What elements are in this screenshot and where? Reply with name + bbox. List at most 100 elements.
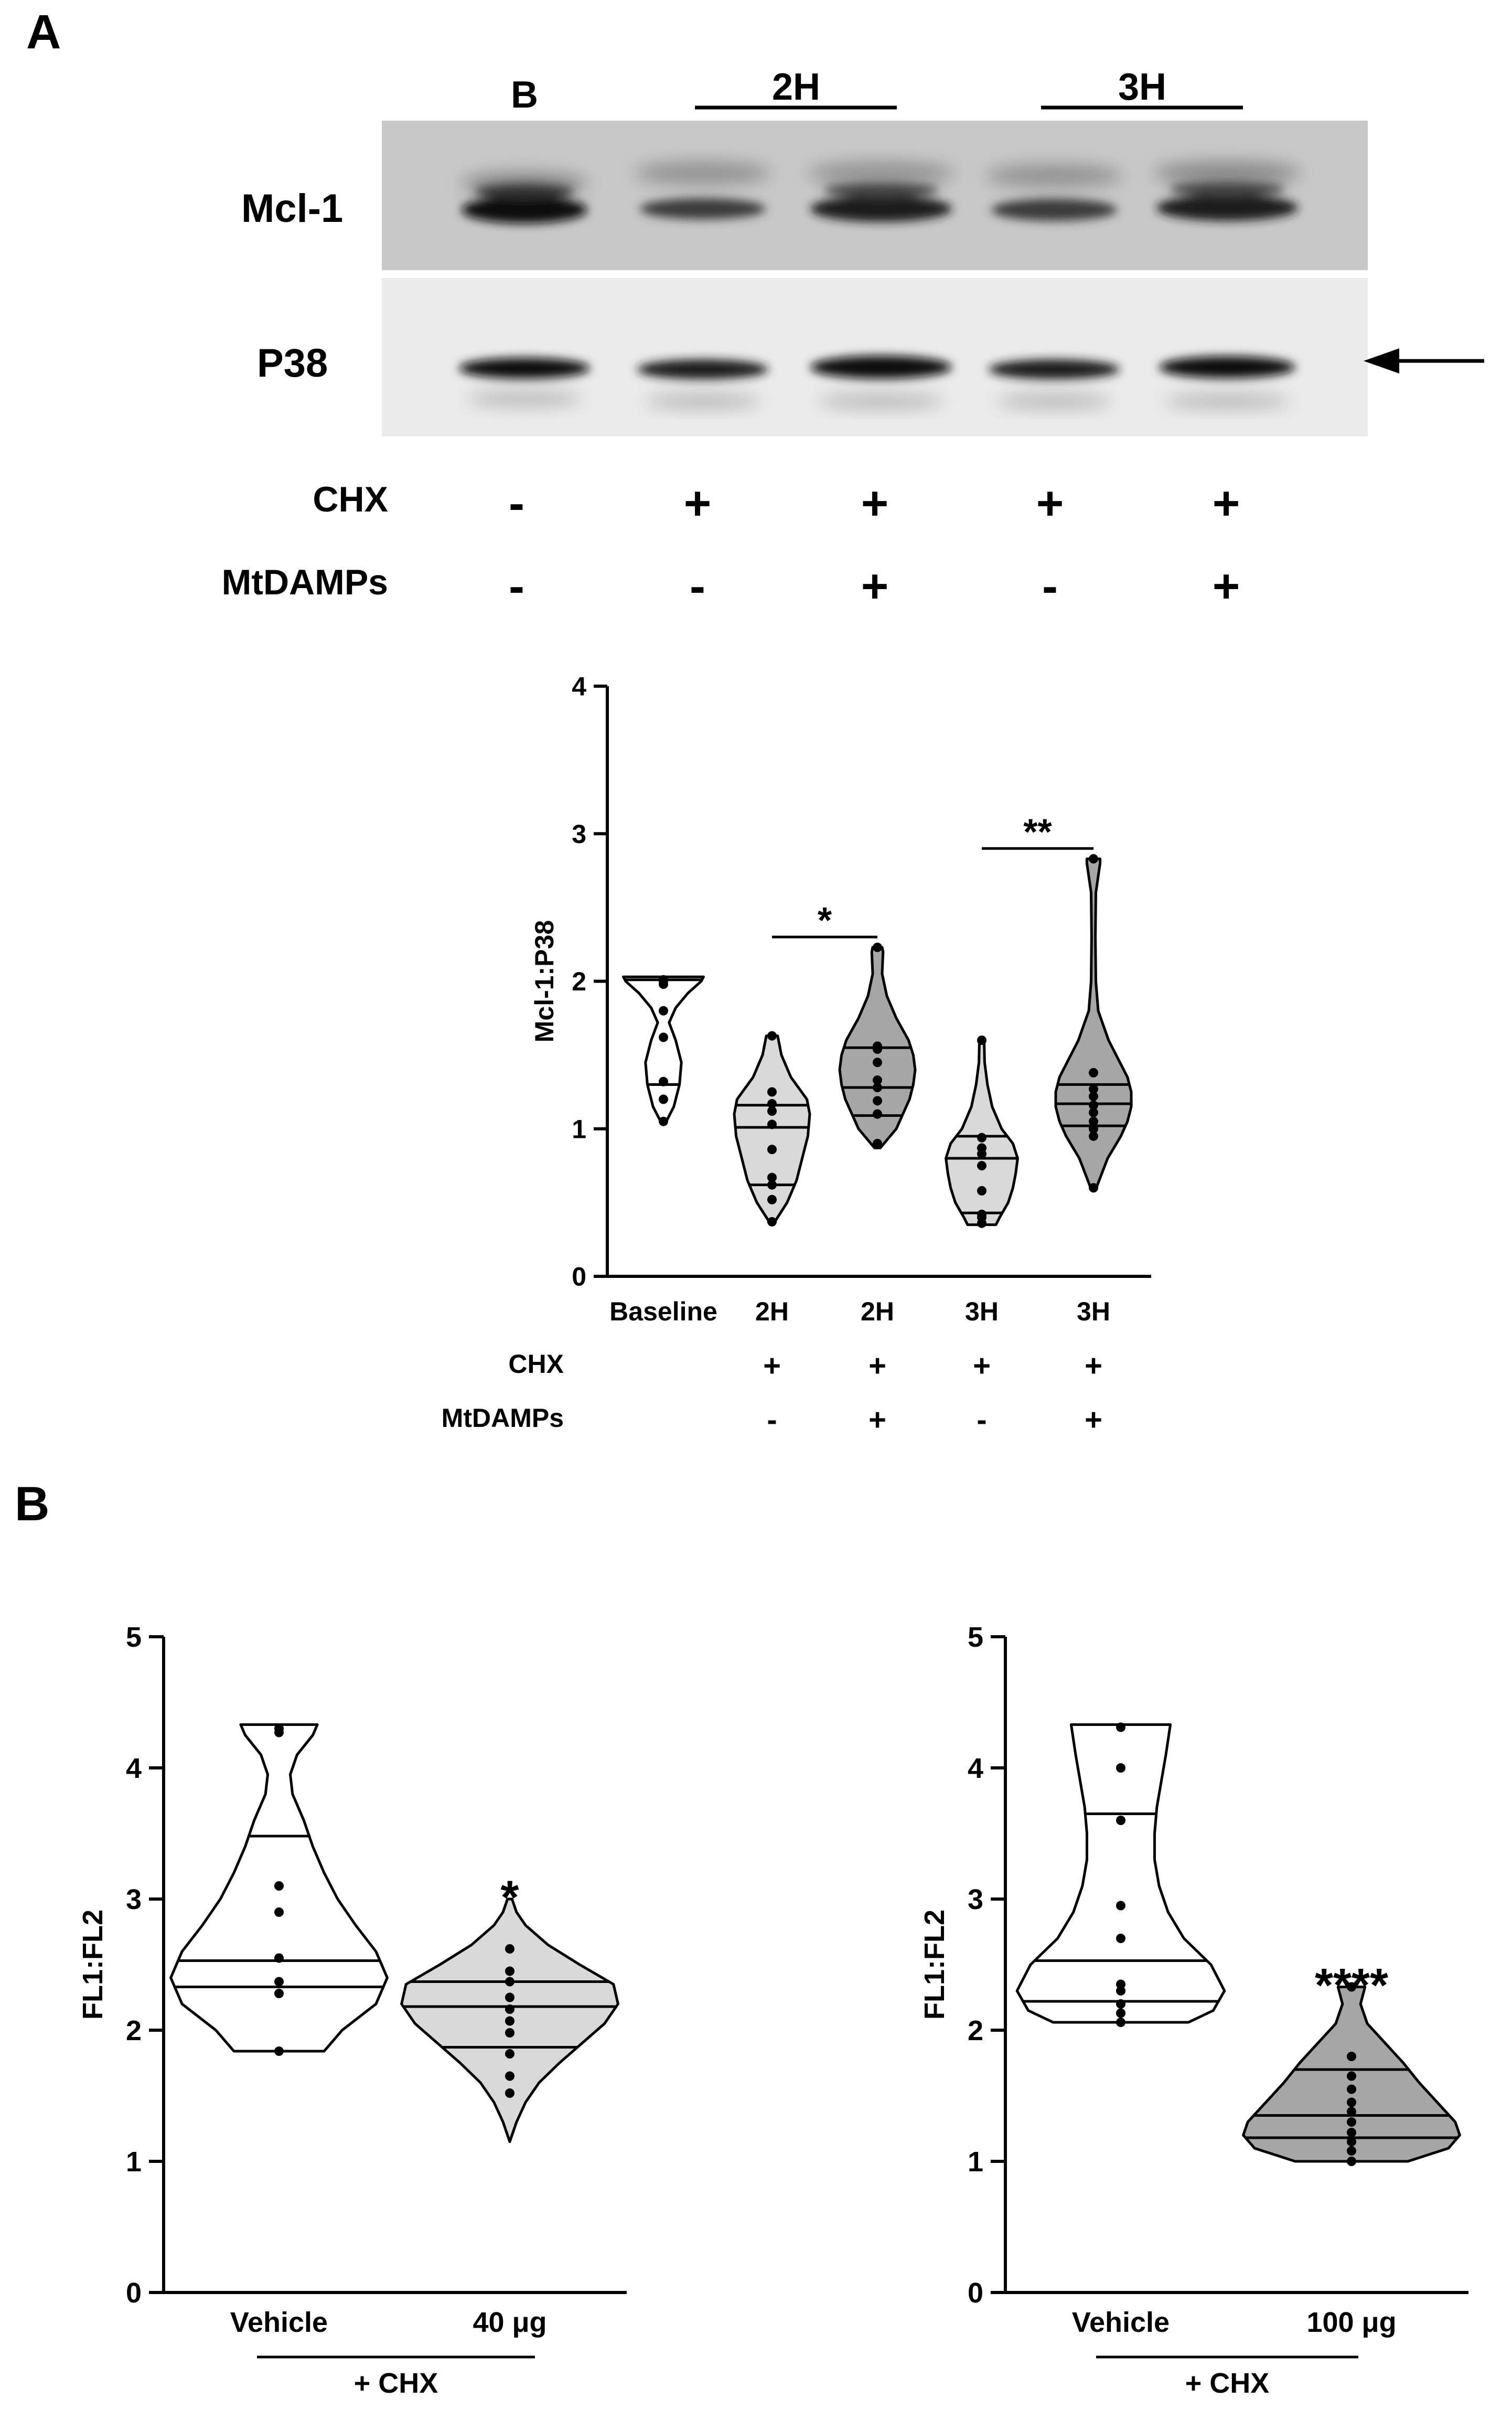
treatment-mark: + (868, 1403, 886, 1437)
data-point (1089, 1084, 1098, 1094)
x-category-label: 3H (1077, 1297, 1110, 1326)
violin (838, 942, 917, 1149)
data-point (505, 1966, 514, 1976)
data-point (1347, 2052, 1356, 2061)
data-point (1089, 1131, 1098, 1141)
blot-treatment-label-mtdamps: MtDAMPs (222, 562, 388, 602)
data-point (1089, 1116, 1098, 1126)
data-point (1347, 1982, 1356, 1992)
y-axis-label: Mcl-1:P38 (530, 920, 559, 1042)
data-point (767, 1099, 777, 1108)
data-point (977, 1209, 986, 1219)
blot-mark: + (1036, 477, 1064, 530)
data-point (1116, 2018, 1125, 2027)
group-label: + CHX (1185, 2368, 1270, 2399)
blot-mark: + (684, 477, 712, 530)
data-point (659, 1076, 668, 1086)
blot-treatment-rows: CHX MtDAMPs - + + + + - - + - + (222, 477, 1240, 613)
y-tick-label: 4 (572, 672, 586, 701)
data-point (505, 1992, 514, 2002)
y-tick-label: 5 (126, 1622, 142, 1653)
data-point (505, 2088, 514, 2098)
data-point (767, 1217, 777, 1227)
lane-header-baseline: B (511, 74, 538, 116)
violin (622, 975, 705, 1126)
data-point (977, 1186, 986, 1196)
y-axis-label: FL1:FL2 (919, 1910, 950, 2020)
arrow-icon (1364, 348, 1484, 374)
y-tick-label: 4 (126, 1753, 142, 1784)
data-point (767, 1031, 777, 1041)
violin (1015, 1722, 1226, 2027)
treatment-mark: - (977, 1403, 986, 1437)
x-category-label: Vehicle (1072, 2307, 1170, 2338)
violin-body (945, 1039, 1019, 1227)
blot-mark: + (1213, 477, 1240, 530)
blot-mark: + (1213, 560, 1240, 613)
data-point (1347, 2128, 1356, 2137)
data-point (1347, 2157, 1356, 2166)
blot-mark: - (509, 560, 524, 613)
y-tick-label: 5 (968, 1622, 983, 1653)
violin (733, 1031, 811, 1227)
significance-mark: * (818, 900, 832, 941)
x-category-label: Baseline (609, 1297, 717, 1326)
violin (1054, 854, 1133, 1193)
group-header-2h: 2H (772, 66, 820, 108)
data-point (767, 1145, 777, 1155)
data-point (274, 1989, 284, 1998)
data-point (873, 1096, 882, 1106)
data-point (1116, 1934, 1125, 1943)
data-point (873, 1041, 882, 1051)
data-point (873, 1138, 882, 1148)
data-point (659, 975, 668, 985)
violin-body (622, 975, 705, 1123)
data-point (505, 2028, 514, 2038)
data-point (505, 1944, 514, 1954)
significance-mark: * (500, 1872, 519, 1924)
data-point (1347, 2107, 1356, 2116)
row-label-p38: P38 (257, 341, 328, 386)
y-tick-label: 0 (968, 2277, 983, 2309)
data-point (1089, 1100, 1098, 1110)
data-point (505, 2016, 514, 2026)
y-tick-label: 1 (572, 1114, 586, 1144)
data-point (1089, 1183, 1098, 1193)
data-point (1347, 2084, 1356, 2094)
treatment-mark: - (767, 1403, 777, 1437)
data-point (1116, 1763, 1125, 1773)
data-point (1089, 1107, 1098, 1117)
data-point (505, 2071, 514, 2081)
data-point (1116, 2008, 1125, 2018)
data-point (1089, 1124, 1098, 1134)
y-tick-label: 1 (126, 2146, 142, 2178)
data-point (659, 1006, 668, 1016)
y-axis-label: FL1:FL2 (77, 1910, 109, 2020)
data-point (659, 1094, 668, 1104)
data-point (659, 1116, 668, 1126)
data-point (873, 1083, 882, 1092)
blot-mark: - (509, 477, 524, 530)
data-point (659, 1032, 668, 1042)
data-point (1347, 2146, 1356, 2156)
data-point (873, 1109, 882, 1119)
data-point (274, 1881, 284, 1891)
data-point (1089, 1068, 1098, 1078)
row-label-mcl1: Mcl-1 (241, 186, 343, 231)
x-category-label: 2H (755, 1297, 789, 1326)
violin (400, 1897, 619, 2143)
data-point (274, 1724, 284, 1733)
blot-treatment-label-chx: CHX (313, 479, 388, 519)
y-tick-label: 3 (126, 1884, 142, 1915)
x-category-label: 100 μg (1306, 2307, 1396, 2338)
data-point (274, 1977, 284, 1987)
panel-label-b: B (15, 1477, 49, 1531)
data-point (1347, 2071, 1356, 2081)
blot-mcl1 (382, 121, 1368, 270)
group-label: + CHX (354, 2368, 438, 2399)
treatment-mark: + (1085, 1349, 1102, 1383)
group-header-3h: 3H (1118, 66, 1166, 108)
